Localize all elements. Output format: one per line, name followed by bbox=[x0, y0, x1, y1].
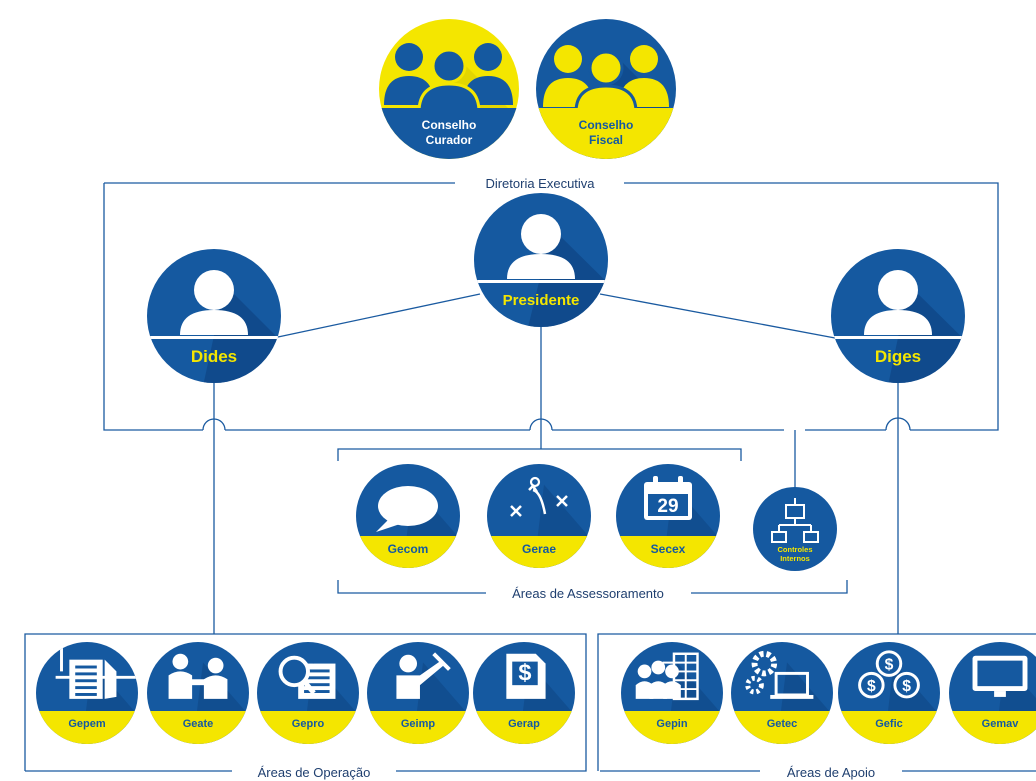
blueprint-icon bbox=[55, 642, 138, 699]
unit-geate[interactable]: Geate bbox=[147, 642, 269, 762]
areas-apoio-label: Áreas de Apoio bbox=[787, 765, 875, 780]
council-conselho-fiscal[interactable]: Conselho Fiscal bbox=[536, 19, 700, 170]
worker-hammer-icon bbox=[396, 652, 451, 699]
dollar-glyph: $ bbox=[518, 659, 531, 685]
calendar-day-text: 29 bbox=[657, 496, 678, 517]
unit-geimp[interactable]: Geimp bbox=[367, 642, 489, 762]
director-label: Dides bbox=[191, 347, 237, 366]
coin-dollar-glyph: $ bbox=[867, 678, 876, 695]
unit-gerap[interactable]: $ Gerap bbox=[473, 642, 595, 762]
unit-label: Getec bbox=[767, 718, 798, 730]
unit-label: Gerap bbox=[508, 718, 540, 730]
unit-label: Gepro bbox=[292, 718, 325, 730]
calendar-icon: 29 bbox=[644, 476, 692, 520]
council-label-line1: Conselho bbox=[422, 118, 477, 132]
unit-label: Secex bbox=[651, 542, 686, 556]
unit-label: Gecom bbox=[388, 542, 429, 556]
director-diges[interactable]: Diges bbox=[824, 249, 985, 400]
council-conselho-curador[interactable]: Conselho Curador bbox=[379, 19, 540, 170]
unit-gepin[interactable]: Gepin bbox=[621, 642, 743, 762]
gears-laptop-icon bbox=[745, 650, 814, 699]
unit-gerae[interactable]: Gerae bbox=[487, 464, 612, 588]
unit-gefic[interactable]: $ $ $ Gefic bbox=[838, 642, 960, 762]
areas-assessoramento-label: Áreas de Assessoramento bbox=[512, 586, 664, 601]
operacao-row: Gepem Geate Gepro Geimp $ Gerap bbox=[36, 77, 677, 762]
controles-label-line1: Controles bbox=[777, 545, 812, 554]
monitor-icon bbox=[972, 655, 1028, 697]
unit-label: Gepin bbox=[656, 718, 687, 730]
coin-dollar-glyph: $ bbox=[902, 678, 911, 695]
council-label-line2: Curador bbox=[426, 133, 473, 147]
coin-dollar-glyph: $ bbox=[885, 656, 894, 673]
director-label: Presidente bbox=[503, 292, 580, 309]
diretoria-executiva-label: Diretoria Executiva bbox=[485, 176, 595, 191]
hierarchy-icon bbox=[771, 498, 819, 543]
unit-label: Geate bbox=[183, 718, 214, 730]
unit-gemav[interactable]: Gemav bbox=[949, 642, 1036, 762]
unit-label: Geimp bbox=[401, 718, 436, 730]
connector-lines bbox=[24, 182, 1036, 772]
council-label-line1: Conselho bbox=[579, 118, 634, 132]
people-building-icon bbox=[635, 652, 699, 701]
areas-operacao-label: Áreas de Operação bbox=[258, 765, 371, 780]
unit-label: Gefic bbox=[875, 718, 903, 730]
controles-internos[interactable]: Controles Internos bbox=[753, 487, 837, 571]
strategy-play-icon bbox=[510, 476, 568, 517]
unit-getec[interactable]: Getec bbox=[731, 642, 853, 762]
unit-label: Gerae bbox=[522, 542, 556, 556]
unit-gepem[interactable]: Gepem bbox=[36, 77, 677, 762]
council-label-line2: Fiscal bbox=[589, 133, 623, 147]
director-dides[interactable]: Dides bbox=[140, 249, 300, 400]
unit-gecom[interactable]: Gecom bbox=[356, 464, 481, 588]
controles-label-line2: Internos bbox=[780, 554, 810, 563]
apoio-row: Gepin Getec $ $ $ Gefic Gemav bbox=[621, 642, 1036, 762]
handshake-icon bbox=[168, 653, 228, 699]
unit-label: Gemav bbox=[982, 718, 1020, 730]
director-presidente[interactable]: Presidente bbox=[470, 193, 625, 340]
dollar-document-icon: $ bbox=[506, 653, 546, 699]
magnifier-plan-icon bbox=[278, 655, 336, 699]
unit-gepro[interactable]: Gepro bbox=[257, 642, 379, 762]
director-label: Diges bbox=[875, 347, 921, 366]
unit-label: Gepem bbox=[68, 718, 106, 730]
speech-bubble-icon bbox=[376, 486, 438, 532]
coins-icon: $ $ $ bbox=[858, 650, 920, 699]
